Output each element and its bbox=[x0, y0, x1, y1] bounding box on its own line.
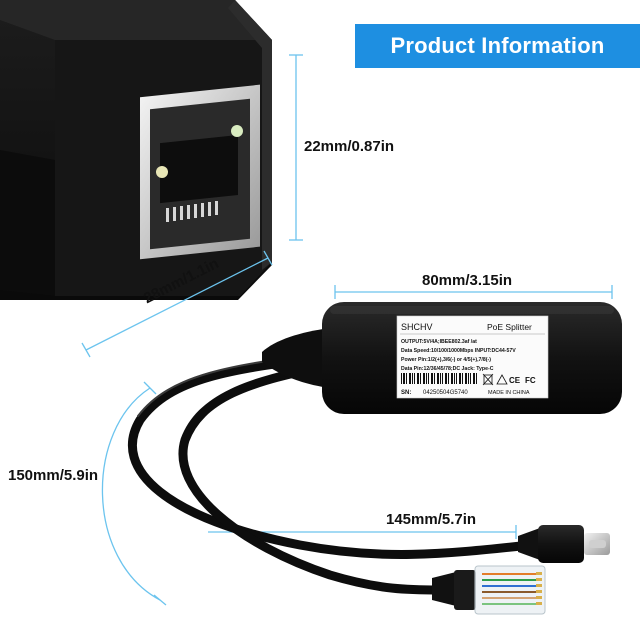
label-power-pin: Power Pin:1/2(+),3/6(-) or 4/5(+),7/8(-) bbox=[401, 357, 491, 363]
port-led-icon bbox=[231, 125, 243, 137]
total-length-dimension-label: 150mm/5.9in bbox=[8, 467, 99, 484]
height-dimension-label: 22mm/0.87in bbox=[304, 138, 395, 155]
body-length-dimension-label: 80mm/3.15in bbox=[422, 272, 513, 289]
rj45-plug bbox=[432, 565, 546, 615]
product-label: SHCHV PoE Splitter OUTPUT:5V/4A;IBEE802.… bbox=[396, 315, 549, 399]
label-brand: SHCHV bbox=[401, 322, 433, 332]
cable-length-dimension-label: 145mm/5.7in bbox=[386, 511, 477, 528]
product-information-banner: Product Information bbox=[355, 24, 640, 68]
type-c-plug bbox=[518, 525, 610, 563]
ethernet-port bbox=[140, 84, 260, 260]
rj45-adapter-box bbox=[0, 0, 272, 300]
label-serial-number: 04250504G5740 bbox=[423, 390, 468, 396]
label-output: OUTPUT:5V/4A;IBEE802.3af /at bbox=[401, 339, 477, 345]
banner-title: Product Information bbox=[390, 33, 605, 58]
recycle-icon bbox=[496, 374, 508, 385]
label-sn-caption: SN: bbox=[401, 390, 411, 396]
label-data-pin: Data Pin:12/36/45/78;DC Jack: Type-C bbox=[401, 366, 494, 372]
label-data-speed: Data Speed:10/100/1000Mbps INPUT:DC44-57… bbox=[401, 348, 516, 354]
label-product-name: PoE Splitter bbox=[487, 322, 532, 332]
ce-mark: CE bbox=[509, 376, 521, 385]
recycle-bin-icon bbox=[482, 373, 494, 386]
fc-mark: FC bbox=[525, 376, 536, 385]
dimension-lines bbox=[81, 54, 613, 606]
barcode-icon bbox=[401, 373, 477, 384]
label-origin: MADE IN CHINA bbox=[488, 390, 530, 396]
port-led-icon bbox=[156, 166, 168, 178]
